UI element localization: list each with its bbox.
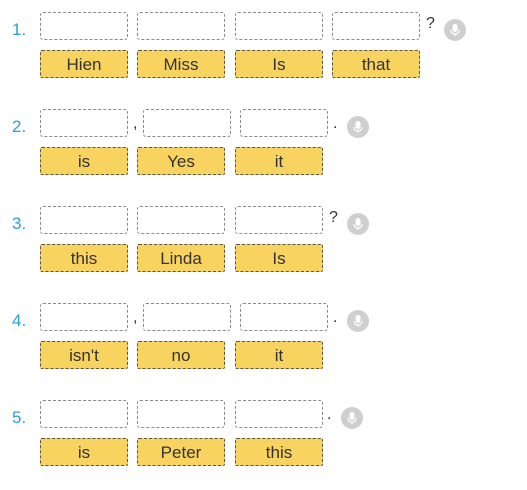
microphone-icon[interactable] [444, 19, 466, 41]
answer-slot-4[interactable] [332, 12, 420, 40]
word-chip[interactable]: this [40, 244, 128, 272]
answer-slot-2[interactable] [143, 303, 231, 331]
word-chip[interactable]: Hien [40, 50, 128, 78]
answer-slot-3[interactable] [235, 206, 323, 234]
comma: , [133, 115, 138, 132]
answer-slot-2[interactable] [137, 400, 225, 428]
answer-slot-1[interactable] [40, 303, 128, 331]
answer-slot-1[interactable] [40, 109, 128, 137]
microphone-icon[interactable] [347, 116, 369, 138]
question-number: 1. [12, 20, 27, 39]
answer-slot-1[interactable] [40, 400, 128, 428]
question-4: 4. , . isn't no it [0, 303, 527, 393]
answer-slot-3[interactable] [235, 400, 323, 428]
word-chip[interactable]: is [40, 147, 128, 175]
word-chip[interactable]: isn't [40, 341, 128, 369]
word-chip[interactable]: Peter [137, 438, 225, 466]
period: . [333, 309, 338, 326]
answer-slot-1[interactable] [40, 12, 128, 40]
word-chip[interactable]: it [235, 147, 323, 175]
period: . [327, 406, 332, 423]
answer-slot-2[interactable] [137, 206, 225, 234]
word-chip[interactable]: this [235, 438, 323, 466]
answer-slot-2[interactable] [137, 12, 225, 40]
answer-slot-3[interactable] [240, 303, 328, 331]
question-number: 3. [12, 214, 27, 233]
question-3: 3. ? this Linda Is [0, 206, 527, 296]
answer-slot-3[interactable] [240, 109, 328, 137]
question-mark: ? [426, 15, 435, 32]
question-1: 1. ? Hien Miss Is that [0, 12, 527, 102]
question-number: 2. [12, 117, 27, 136]
word-chip[interactable]: is [40, 438, 128, 466]
question-mark: ? [329, 209, 338, 226]
answer-slot-2[interactable] [143, 109, 231, 137]
question-number: 5. [12, 408, 27, 427]
comma: , [133, 309, 138, 326]
microphone-icon[interactable] [347, 310, 369, 332]
word-chip[interactable]: it [235, 341, 323, 369]
word-chip[interactable]: that [332, 50, 420, 78]
word-chip[interactable]: Linda [137, 244, 225, 272]
word-chip[interactable]: Is [235, 244, 323, 272]
question-5: 5. . is Peter this [0, 400, 527, 490]
question-2: 2. , . is Yes it [0, 109, 527, 199]
period: . [333, 115, 338, 132]
word-chip[interactable]: no [137, 341, 225, 369]
word-chip[interactable]: Miss [137, 50, 225, 78]
word-chip[interactable]: Yes [137, 147, 225, 175]
question-number: 4. [12, 311, 27, 330]
microphone-icon[interactable] [341, 407, 363, 429]
answer-slot-1[interactable] [40, 206, 128, 234]
microphone-icon[interactable] [347, 213, 369, 235]
answer-slot-3[interactable] [235, 12, 323, 40]
word-chip[interactable]: Is [235, 50, 323, 78]
